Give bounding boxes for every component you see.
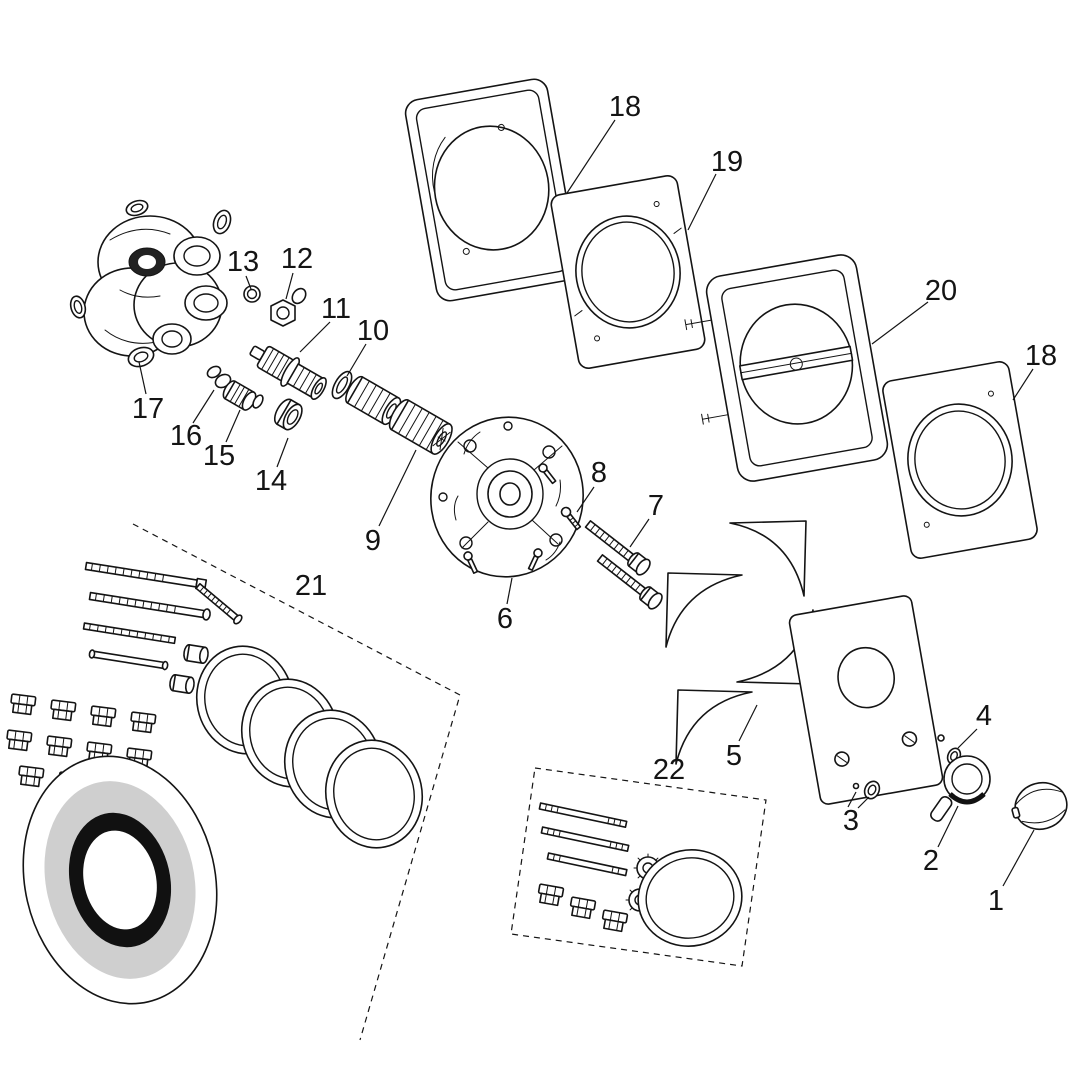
part-3-fasteners (852, 780, 881, 800)
part-19-plate (550, 175, 706, 369)
part-1-knob (1011, 781, 1068, 831)
part-number-label-11: 11 (321, 293, 351, 325)
kit22-clip (568, 896, 597, 920)
part-7-screw-a (584, 520, 651, 576)
leader-line-part-11 (299, 321, 331, 353)
leader-line-part-2 (937, 805, 959, 848)
kit-boundary-21 (132, 523, 461, 1041)
kit21-stud (195, 582, 243, 625)
part-number-label-13: 13 (227, 246, 259, 278)
leader-line-part-5 (738, 704, 758, 742)
part-8-screw-b (538, 463, 557, 485)
part-13-oring (243, 285, 261, 303)
leader-line-part-4 (957, 728, 978, 749)
part-number-label-22: 22 (653, 754, 685, 786)
part-8-screw-a (560, 506, 582, 531)
kit21-pin (88, 649, 169, 671)
kit22-clip (600, 909, 629, 933)
part-number-label-4: 4 (976, 700, 992, 732)
leader-line-part-3 (857, 796, 870, 809)
part-number-label-3: 3 (843, 805, 859, 837)
kit21-clip (129, 711, 157, 734)
kit21-screw-2 (88, 591, 211, 621)
part-number-label-17: 17 (132, 393, 164, 425)
part-number-label-9: 9 (365, 525, 381, 557)
part-16-washers (206, 365, 232, 389)
kit21-screw-3 (82, 622, 177, 645)
part-6-mounting-plate (430, 416, 584, 578)
part-number-label-2: 2 (923, 845, 939, 877)
plate-screw-a (527, 548, 543, 571)
leader-line-part-3 (847, 791, 857, 808)
leader-line-part-16 (192, 389, 215, 424)
plate-screw-b (463, 551, 479, 574)
part-number-label-21: 21 (295, 570, 327, 602)
leader-line-part-15 (225, 409, 241, 443)
part-number-label-12: 12 (281, 243, 313, 275)
kit21-clip (9, 693, 37, 716)
part-number-label-15: 15 (203, 440, 235, 472)
part-number-label-7: 7 (648, 490, 664, 522)
part-9-sleeve-b (388, 399, 453, 455)
kit22-rod-2 (540, 826, 630, 853)
part-18-frame-top (404, 78, 580, 302)
leader-line-part-9 (378, 449, 417, 527)
part-number-label-6: 6 (497, 603, 513, 635)
part-number-label-8: 8 (591, 457, 607, 489)
part-20-frame (684, 254, 889, 482)
leader-line-part-6 (506, 577, 513, 605)
leader-line-part-14 (276, 437, 289, 468)
leader-line-part-12 (285, 272, 294, 300)
part-7-screw-b (596, 554, 663, 610)
leader-line-part-1 (1002, 829, 1035, 887)
kit21-clip (89, 705, 117, 728)
kit22-rod-1 (538, 802, 628, 829)
leader-line-part-7 (629, 518, 650, 548)
leader-line-part-10 (346, 343, 367, 377)
leader-line-part-18 (566, 119, 616, 194)
part-number-label-18: 18 (609, 91, 641, 123)
part-2-handle (930, 755, 991, 822)
part-number-label-5: 5 (726, 740, 742, 772)
kit21-nut-1 (183, 644, 209, 664)
part-3-plate (788, 595, 944, 805)
leader-line-part-20 (871, 301, 929, 345)
kit21-nut-2 (169, 674, 195, 694)
part-14-nut (273, 398, 303, 431)
part-number-label-10: 10 (357, 315, 389, 347)
part-number-label-20: 20 (925, 275, 957, 307)
leader-line-part-18 (1012, 368, 1034, 401)
kit21-clip (45, 735, 73, 758)
leader-line-part-19 (687, 173, 717, 231)
kit21-clip (17, 765, 45, 788)
kit22-clip (536, 883, 565, 907)
valve-body (69, 199, 232, 368)
part-12-plug (270, 287, 307, 327)
part-number-label-16: 16 (170, 420, 202, 452)
part-11-cartridge (249, 345, 327, 400)
kit21-clip (5, 729, 33, 752)
part-number-label-19: 19 (711, 146, 743, 178)
part-5-seals (665, 520, 814, 765)
leader-line-part-17 (138, 361, 147, 395)
leader-line-part-13 (245, 275, 252, 290)
part-number-label-14: 14 (255, 465, 287, 497)
kit21-escutcheon-oval (22, 755, 218, 1005)
kit21-clip (49, 699, 77, 722)
leader-line-part-8 (576, 486, 595, 513)
kit22-rod-3 (546, 852, 628, 877)
kit21-screw-1 (84, 561, 208, 591)
kit22-ring (637, 849, 743, 947)
kit-boundary-22 (510, 767, 767, 967)
part-number-label-1: 1 (988, 885, 1004, 917)
part-18-plate-right (882, 361, 1038, 559)
part-15-valve (222, 380, 264, 411)
part-number-label-18: 18 (1025, 340, 1057, 372)
